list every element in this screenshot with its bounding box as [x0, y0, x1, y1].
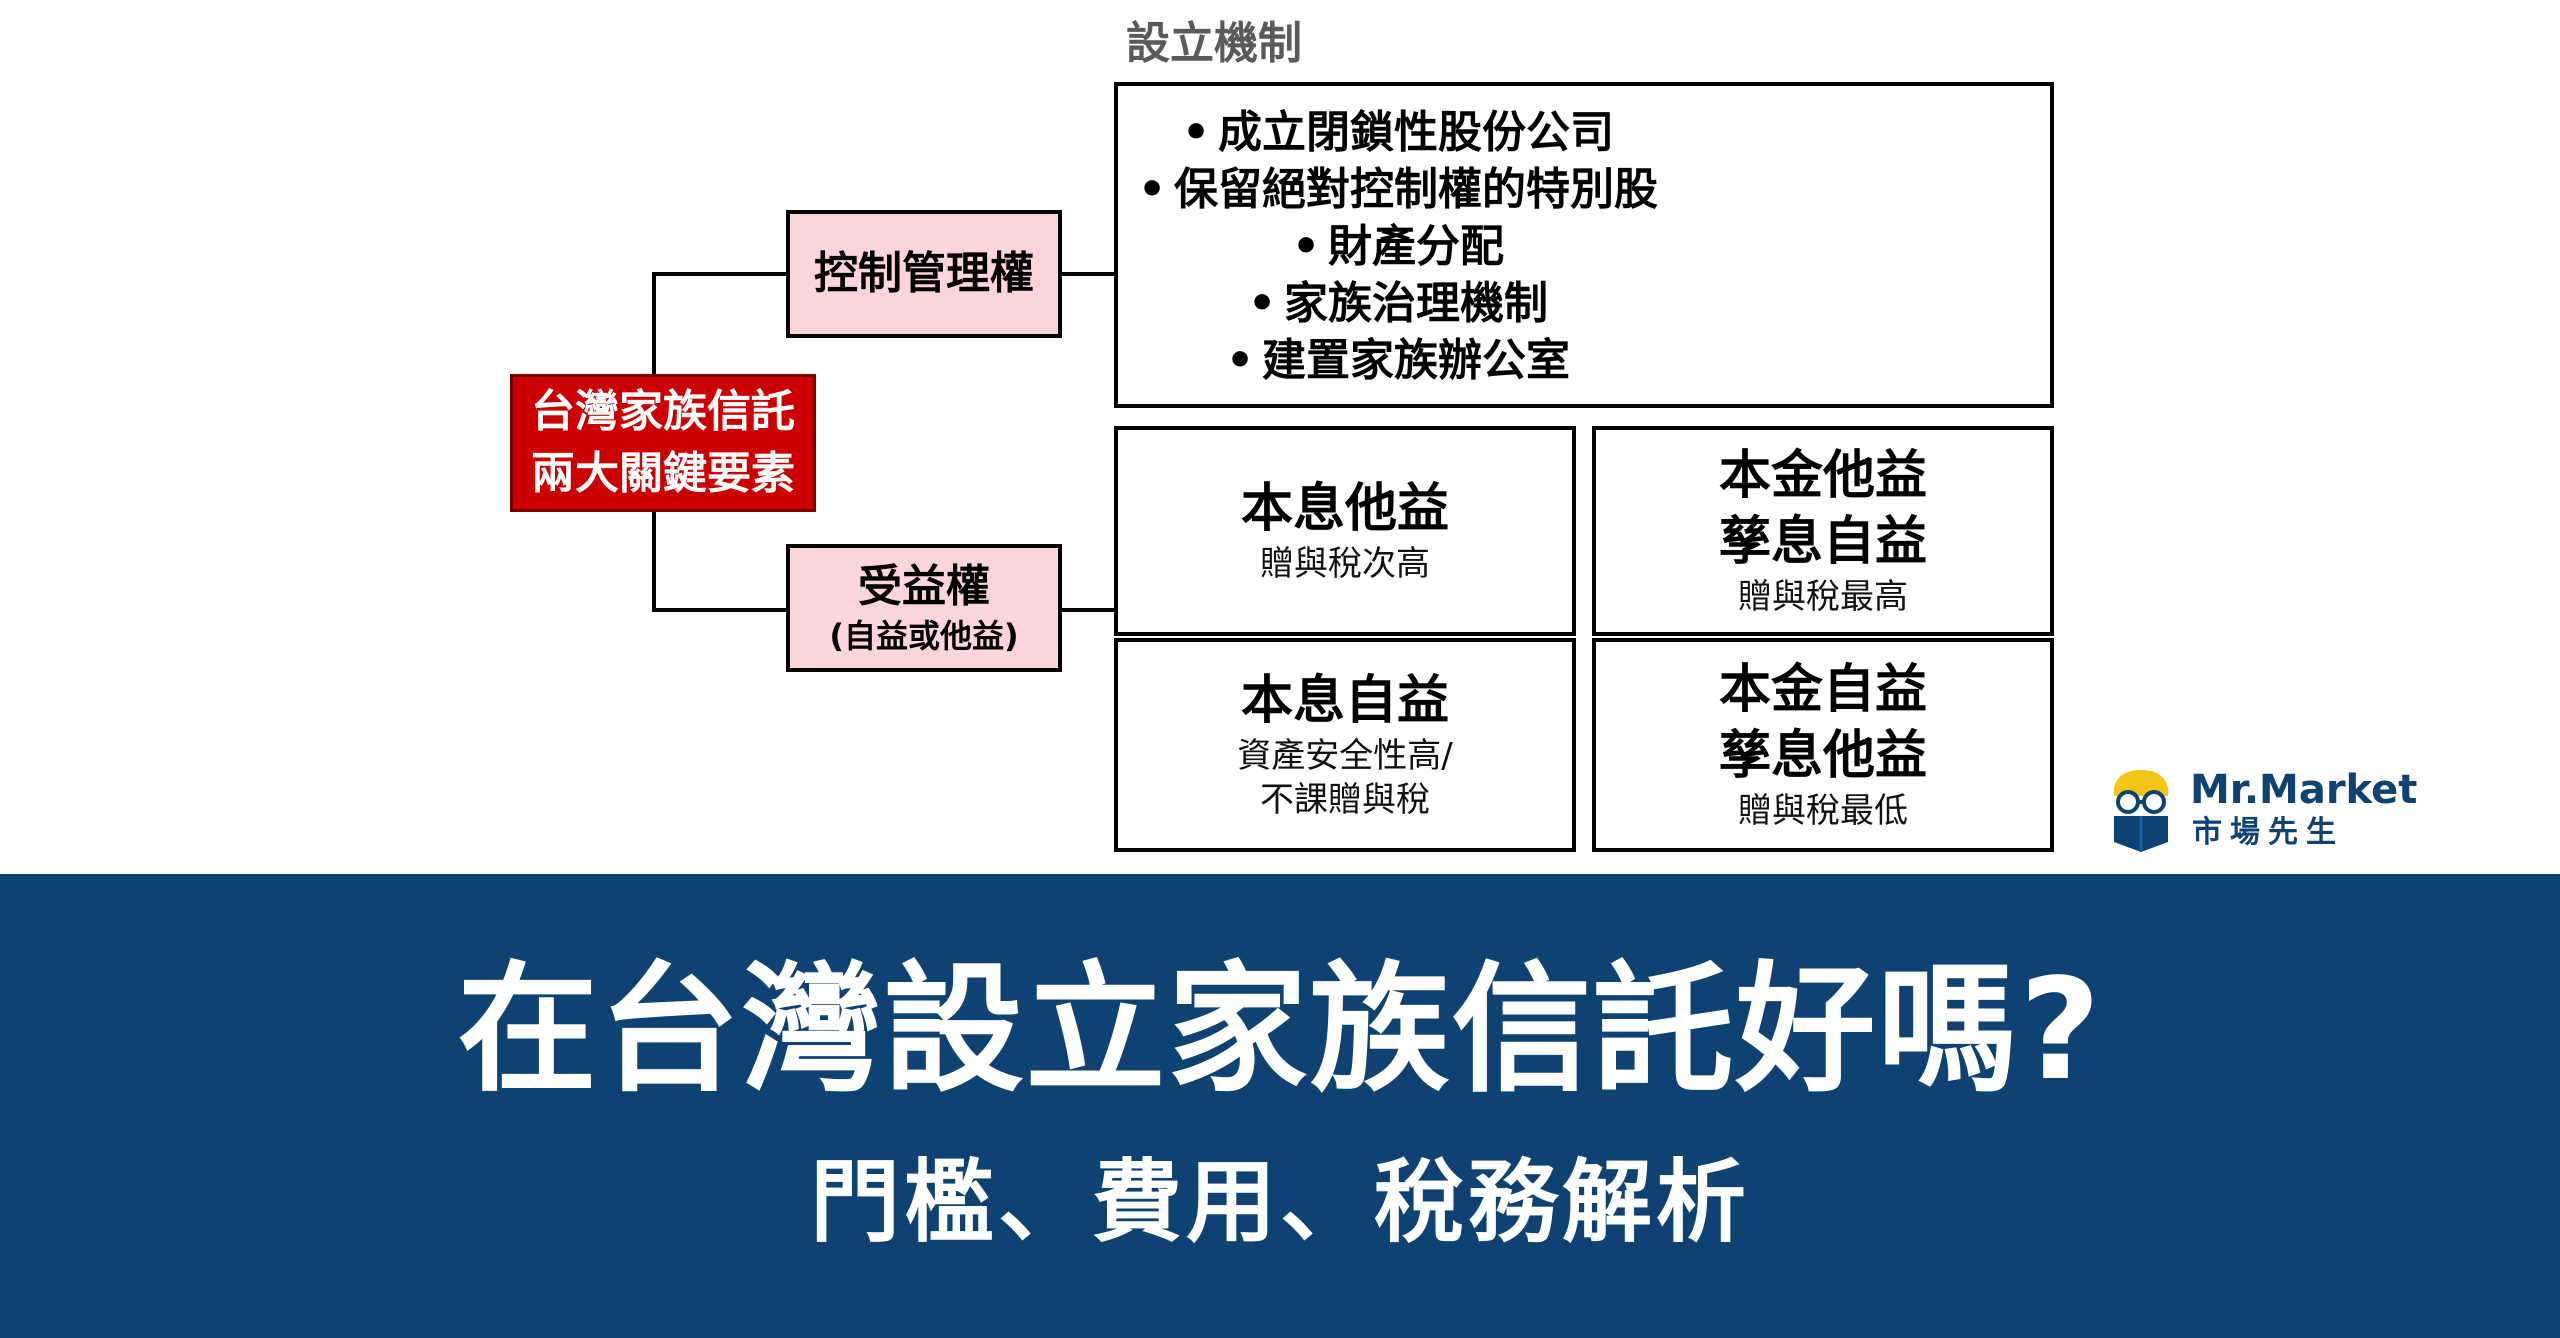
- mechanism-item: 保留絕對控制權的特別股: [1138, 161, 1658, 218]
- mechanism-item: 家族治理機制: [1138, 275, 1658, 332]
- beneficiary-right-subtitle: (自益或他益): [829, 617, 1019, 655]
- option-title: 本金他益: [1718, 446, 1927, 506]
- brand-logo: Mr.Market 市場先生: [2108, 766, 2417, 856]
- control-right-title: 控制管理權: [814, 248, 1034, 299]
- mechanism-box: 成立閉鎖性股份公司 保留絕對控制權的特別股 財產分配 家族治理機制 建置家族辦公…: [1114, 82, 2054, 408]
- beneficiary-right-node: 受益權 (自益或他益): [786, 544, 1062, 672]
- option-interest-both-other: 本息他益 贈與稅次高: [1114, 426, 1576, 636]
- connector-control-to-mechanism: [1060, 272, 1116, 276]
- option-title: 孳息自益: [1718, 512, 1927, 572]
- root-node: 台灣家族信託 兩大關鍵要素: [510, 374, 816, 512]
- logo-name-zh: 市場先生: [2192, 815, 2344, 850]
- root-line-2: 兩大關鍵要素: [531, 448, 795, 499]
- beneficiary-right-title: 受益權: [858, 561, 990, 612]
- connector-beneficiary-to-options: [1060, 608, 1116, 612]
- option-desc: 贈與稅次高: [1260, 544, 1430, 584]
- banner-headline: 在台灣設立家族信託好嗎?: [457, 949, 2103, 1112]
- logo-name-en: Mr.Market: [2190, 767, 2418, 813]
- mechanism-list: 成立閉鎖性股份公司 保留絕對控制權的特別股 財產分配 家族治理機制 建置家族辦公…: [1138, 104, 1658, 389]
- title-banner: [0, 874, 2560, 1338]
- mechanism-item: 財產分配: [1138, 218, 1658, 275]
- connector-to-beneficiary: [652, 608, 786, 612]
- option-title: 本金自益: [1718, 660, 1927, 720]
- mr-market-mascot-icon: [2114, 770, 2168, 852]
- option-desc: 資產安全性高/: [1237, 736, 1453, 776]
- connector-to-control: [652, 272, 786, 276]
- option-title: 本息自益: [1240, 671, 1449, 731]
- mechanism-item: 成立閉鎖性股份公司: [1138, 104, 1658, 161]
- option-title: 本息他益: [1240, 479, 1449, 539]
- option-desc: 贈與稅最低: [1738, 791, 1908, 831]
- mechanism-item: 建置家族辦公室: [1138, 332, 1658, 389]
- option-title: 孳息他益: [1718, 726, 1927, 786]
- option-desc: 不課贈與稅: [1260, 780, 1430, 820]
- option-desc: 贈與稅最高: [1738, 577, 1908, 617]
- option-interest-both-self: 本息自益 資產安全性高/ 不課贈與稅: [1114, 638, 1576, 852]
- option-principal-other-interest-self: 本金他益 孳息自益 贈與稅最高: [1592, 426, 2054, 636]
- banner-subheadline: 門檻、費用、稅務解析: [810, 1150, 1750, 1255]
- root-line-1: 台灣家族信託: [531, 386, 795, 437]
- mechanism-label: 設立機制: [1126, 18, 1302, 69]
- option-principal-self-interest-other: 本金自益 孳息他益 贈與稅最低: [1592, 638, 2054, 852]
- control-right-node: 控制管理權: [786, 210, 1062, 338]
